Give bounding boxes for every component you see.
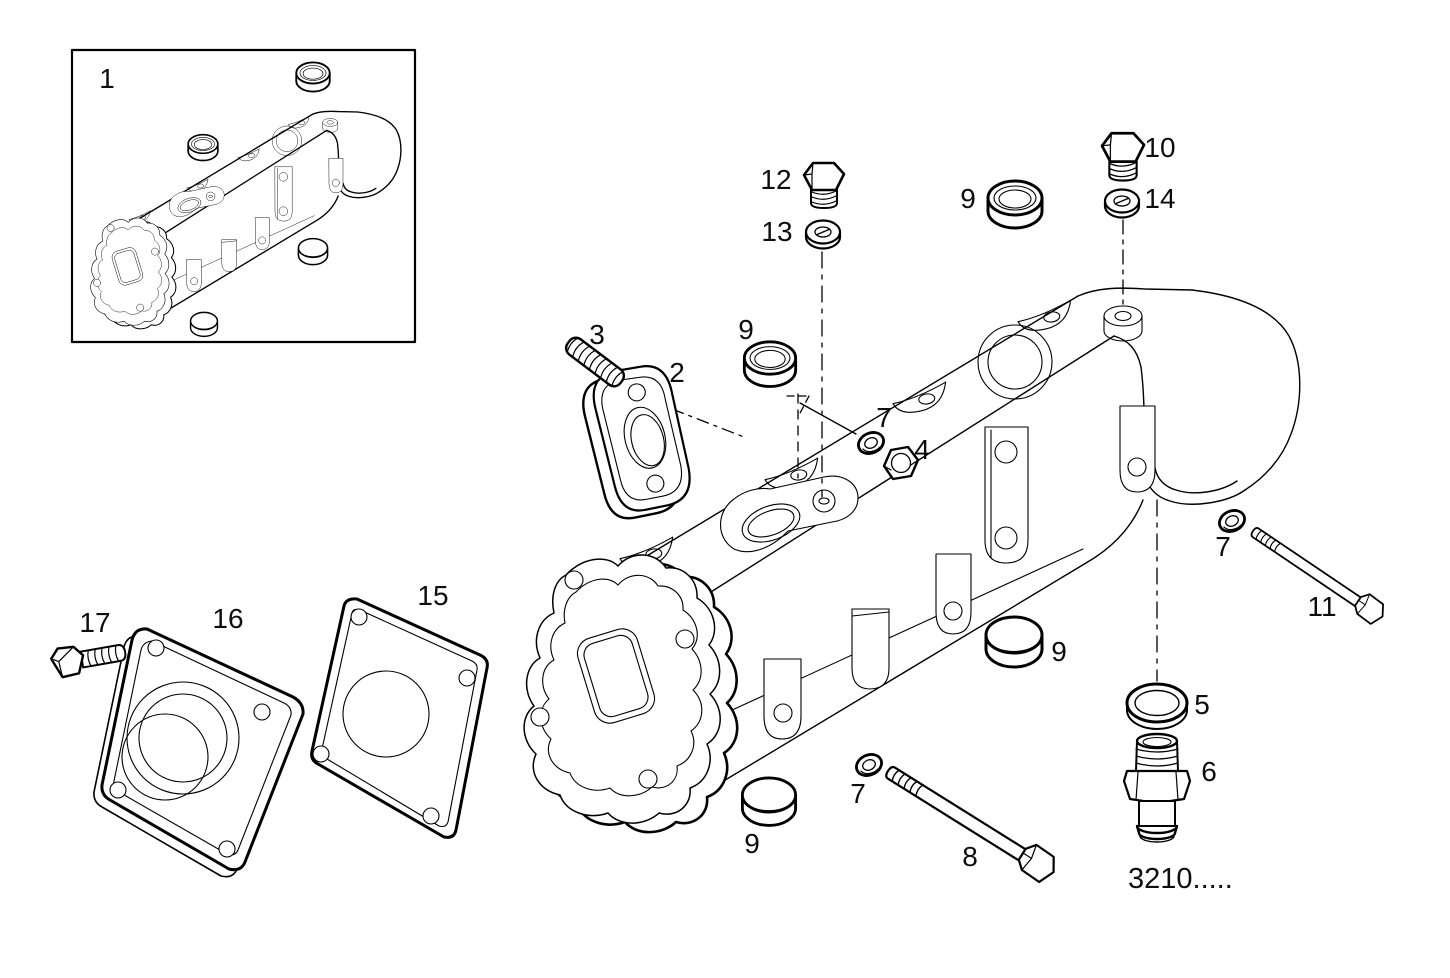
callout-5: 5 (1194, 689, 1210, 720)
part-17-bolt (50, 643, 127, 679)
part-3-stud (564, 336, 626, 388)
part-14-washer (1103, 188, 1141, 219)
callout-4: 4 (914, 434, 930, 465)
part-9-ring-a (742, 340, 798, 388)
callout-10: 10 (1144, 132, 1175, 163)
callout-16: 16 (212, 603, 243, 634)
callout-13: 13 (761, 216, 792, 247)
callout-17: 17 (79, 607, 110, 638)
part-9-ring-b (986, 179, 1044, 230)
callout-3: 3 (589, 319, 605, 350)
inset-ring-left (187, 133, 219, 162)
callout-8: 8 (962, 841, 978, 872)
part-12-plug-bolt (802, 161, 846, 210)
callout-7b: 7 (1215, 531, 1231, 562)
callout-7c: 7 (850, 778, 866, 809)
part-9-cap-c (984, 615, 1044, 669)
part-16-cover-flange (93, 627, 305, 878)
callout-11: 11 (1307, 591, 1336, 622)
callout-15: 15 (417, 580, 448, 611)
callout-12: 12 (760, 164, 791, 195)
callout-14: 14 (1144, 183, 1175, 214)
callout-1: 1 (99, 63, 115, 94)
inset-ring-top (295, 61, 331, 93)
part-2-gasket (582, 365, 691, 520)
callout-9b: 9 (960, 183, 976, 214)
part-6-union-fitting (1122, 732, 1192, 843)
part-7-washer-c (851, 749, 887, 781)
part-5-seal-ring (1125, 682, 1189, 730)
callout-labels: 1 2 3 4 5 6 7 7 7 8 9 9 9 9 10 11 12 13 … (79, 63, 1336, 895)
part-15-gasket (310, 597, 489, 839)
inset-manifold (91, 111, 401, 329)
part-9-cap-d (740, 776, 798, 827)
callout-9d: 9 (744, 828, 760, 859)
part-number-text: 3210..... (1128, 863, 1233, 895)
inset-cap-bottom (189, 311, 219, 338)
part-4-nut (882, 445, 920, 481)
inset-assembly-box (70, 48, 417, 344)
part-10-plug-bolt (1100, 131, 1146, 182)
part-13-washer (804, 219, 842, 250)
callout-9a: 9 (738, 314, 754, 345)
inset-cap-right (297, 237, 329, 266)
inset-border (70, 48, 417, 344)
callout-6: 6 (1201, 756, 1217, 787)
callout-2: 2 (669, 357, 685, 388)
callout-7a: 7 (876, 402, 892, 433)
callout-9c: 9 (1051, 636, 1067, 667)
